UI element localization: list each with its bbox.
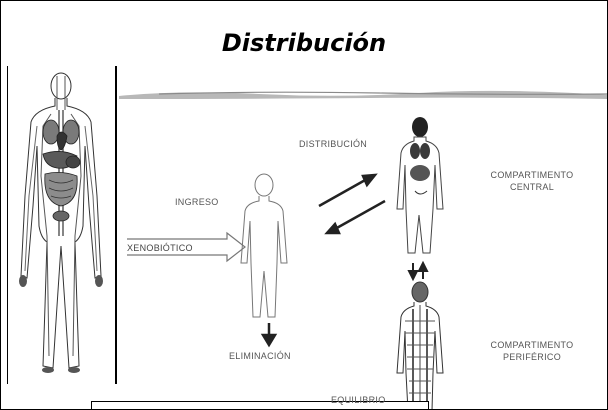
central-compartment-figure	[397, 117, 443, 253]
anatomy-figure	[7, 66, 115, 384]
label-ingreso: INGRESO	[175, 197, 219, 207]
sidebar-divider-line	[115, 66, 117, 384]
label-eliminacion: ELIMINACIÓN	[229, 351, 291, 361]
body-outline-figure	[241, 174, 287, 317]
title-underline	[119, 87, 608, 101]
distribution-arrows	[319, 175, 385, 233]
compartment-exchange-arrows	[409, 263, 427, 279]
label-equilibrio: EQUILIBRIO	[331, 395, 386, 405]
label-distribucion: DISTRIBUCIÓN	[299, 139, 367, 149]
label-compartimento-central: COMPARTIMENTO CENTRAL	[467, 169, 597, 193]
peripheral-compartment-figure	[397, 282, 443, 410]
elimination-arrow-icon	[263, 323, 275, 345]
label-compartimento-periferico: COMPARTIMENTO PERIFÉRICO	[467, 339, 597, 363]
label-xenobiotico: XENOBIÓTICO	[127, 243, 193, 253]
slide-title: Distribución	[1, 29, 607, 57]
